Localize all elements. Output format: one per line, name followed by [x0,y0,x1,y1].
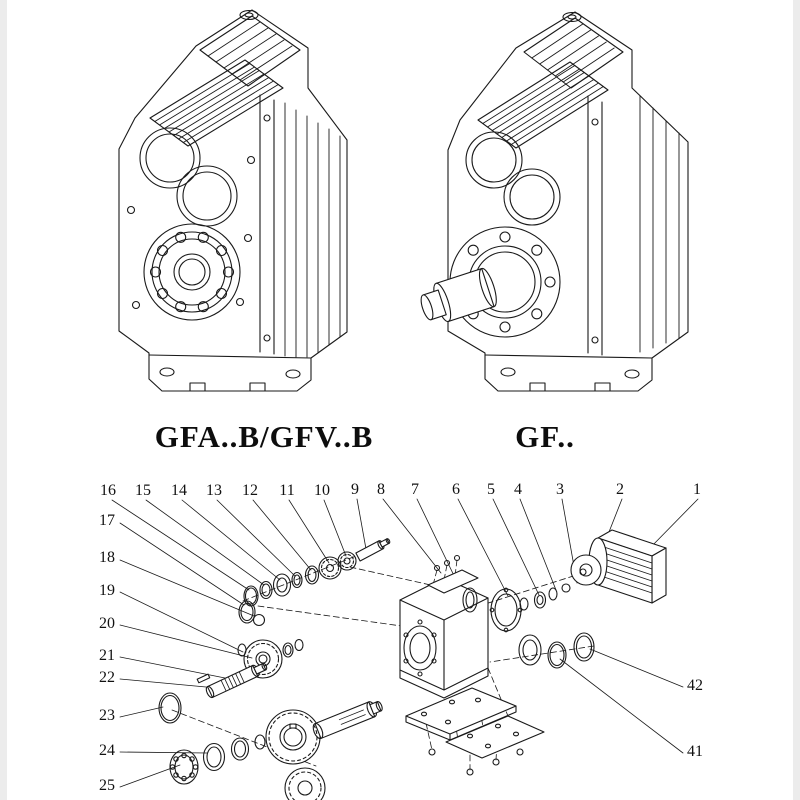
cover-plate-drawing [445,715,545,776]
callout-42: 42 [687,677,703,694]
callout-21: 21 [99,647,115,664]
callout-18: 18 [99,549,115,566]
callout-17: 17 [99,512,115,529]
callout-5: 5 [487,481,495,498]
input-adapter-parts-drawing [489,583,571,633]
motor-drawing [570,529,667,604]
callout-11: 11 [279,482,295,499]
callout-24: 24 [99,742,115,759]
output-cluster-drawing [169,700,383,800]
callout-9: 9 [351,481,359,498]
callout-8: 8 [377,481,385,498]
input-shaft-cluster-drawing [243,538,391,607]
gearbox-left-drawing [118,9,348,392]
callout-16: 16 [100,482,116,499]
callout-41: 41 [687,743,703,760]
page-edge-left [0,0,7,800]
callout-15: 15 [135,482,151,499]
callout-23: 23 [99,707,115,724]
callout-12: 12 [242,482,258,499]
callout-10: 10 [314,482,330,499]
exploded-view-drawing [111,498,699,800]
callout-20: 20 [99,615,115,632]
model-label-gfab-gfvb: GFA..B/GFV..B [154,419,374,454]
callout-1: 1 [693,481,701,498]
callout-25: 25 [99,777,115,794]
callout-2: 2 [616,481,624,498]
gearbox-right-drawing [420,11,689,392]
output-rings-drawing [518,632,595,669]
callout-7: 7 [411,481,419,498]
callout-13: 13 [206,482,222,499]
callout-3: 3 [556,481,564,498]
intermediate-cluster-drawing [158,600,304,724]
base-plate-drawing [405,687,517,756]
callout-19: 19 [99,582,115,599]
callout-22: 22 [99,669,115,686]
output-shaft-drawing [420,267,497,323]
callout-6: 6 [452,481,460,498]
model-label-gf: GF.. [515,419,575,454]
housing-drawing [399,554,489,699]
callout-14: 14 [171,482,187,499]
page-edge-right [793,0,800,800]
callout-4: 4 [514,481,522,498]
